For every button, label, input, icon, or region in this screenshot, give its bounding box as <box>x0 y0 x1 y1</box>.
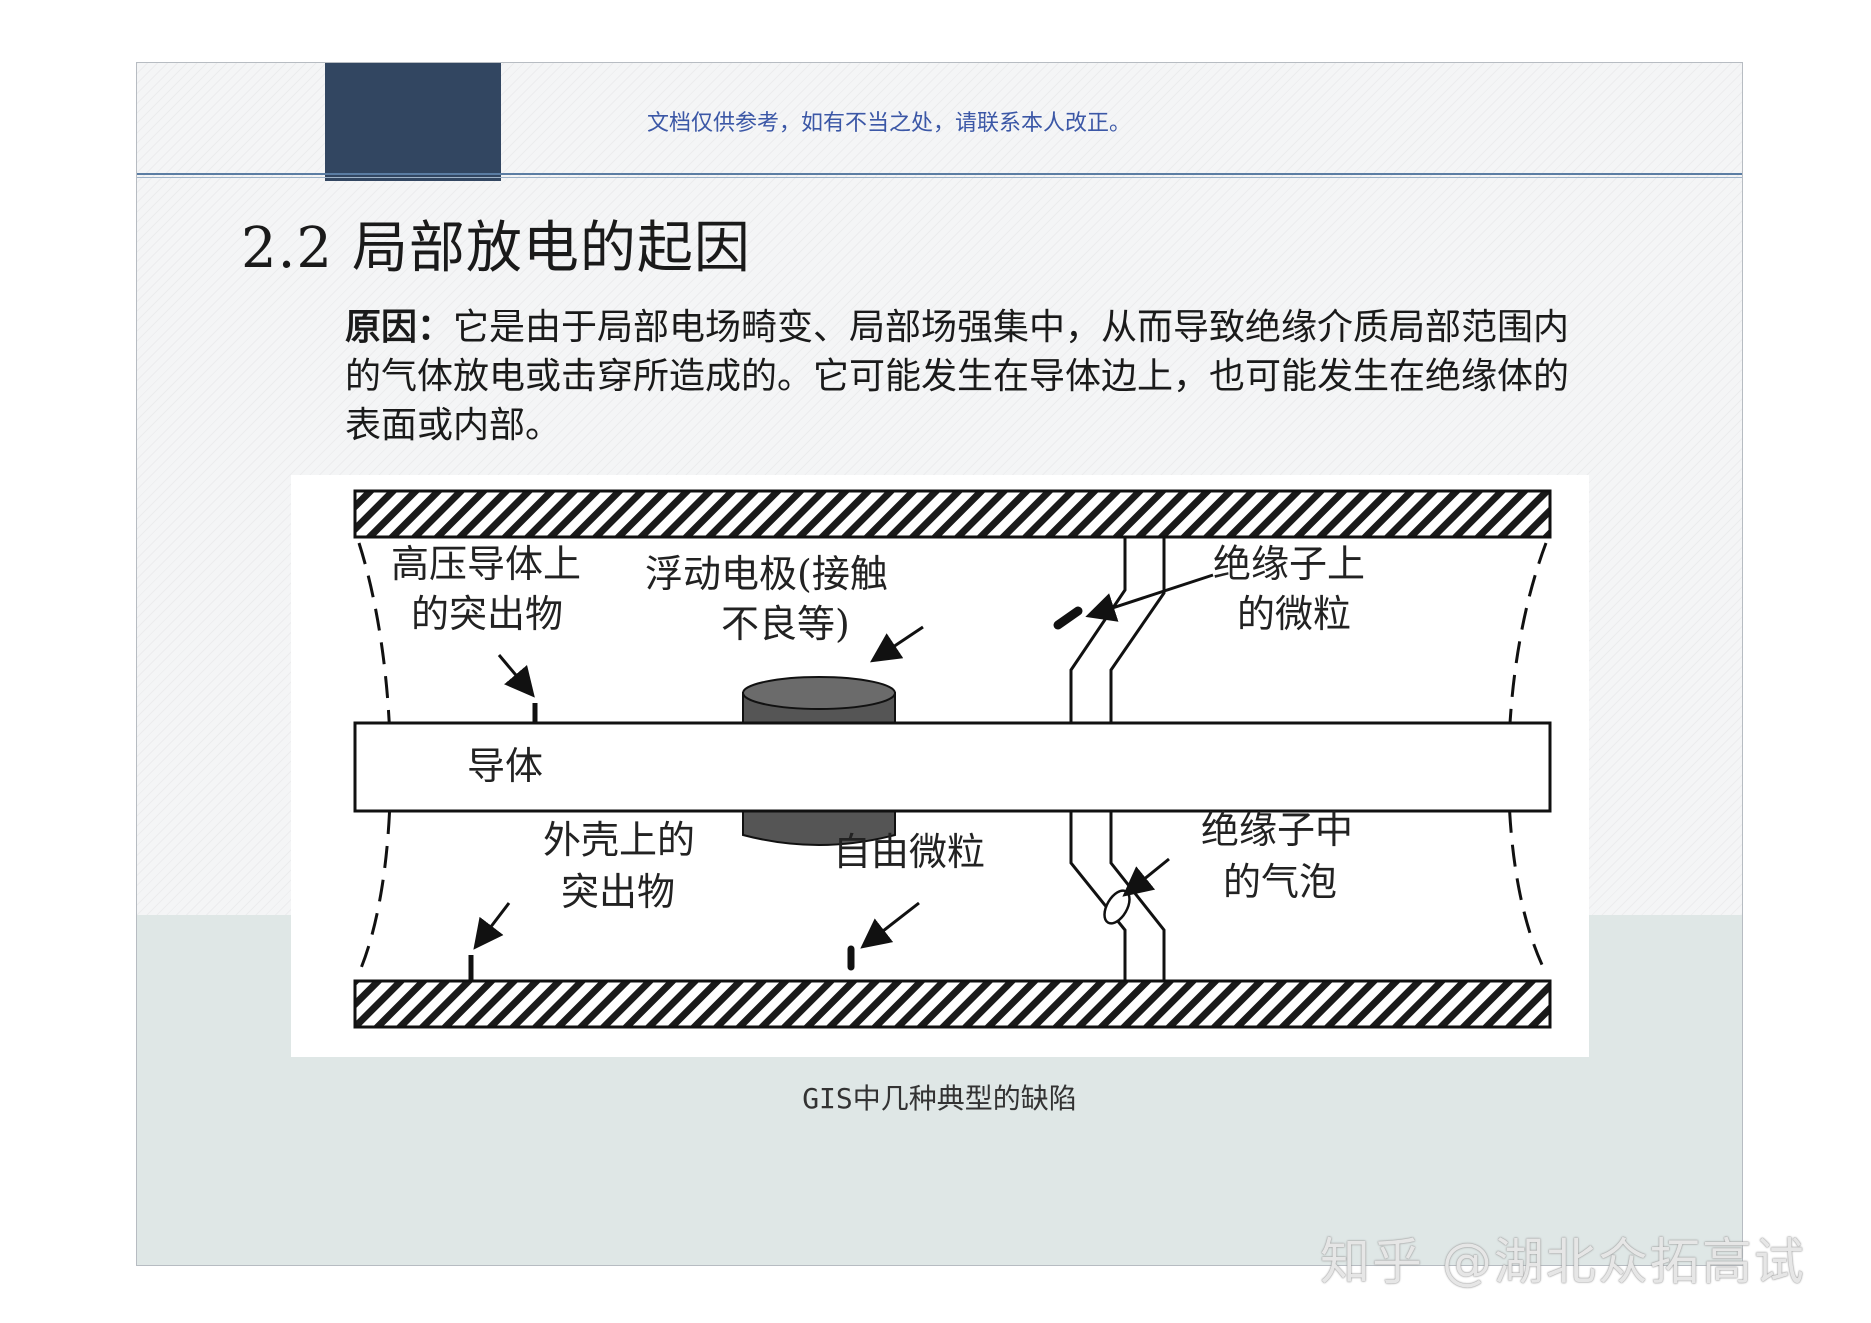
page-title: 2.2 局部放电的起因 <box>241 216 751 281</box>
label-hv-protrusion-2: 的突出物 <box>411 592 563 636</box>
header-accent-block <box>325 63 501 181</box>
slide: 文档仅供参考，如有不当之处，请联系本人改正。 2.2 局部放电的起因 原因：它是… <box>136 62 1743 1266</box>
floating-electrode-bottom <box>742 808 896 846</box>
header-divider-thin <box>137 177 1742 178</box>
figure-caption: GIS中几种典型的缺陷 <box>802 1082 1077 1115</box>
dashed-end-right <box>1507 542 1548 974</box>
label-free-particle: 自由微粒 <box>833 830 985 874</box>
watermark-logo: 知乎 @湖北众拓高试 <box>1320 1233 1806 1291</box>
conductor-bar <box>353 721 1552 813</box>
arrow-shell-protrusion <box>473 902 511 950</box>
label-floating-1: 浮动电极(接触 <box>645 552 888 596</box>
label-floating-2: 不良等) <box>721 602 850 646</box>
label-hv-protrusion-1: 高压导体上 <box>391 542 581 586</box>
body-paragraph: 原因：它是由于局部电场畸变、局部场强集中，从而导致绝缘介质局部范围内的气体放电或… <box>345 303 1575 450</box>
header-divider <box>137 173 1742 175</box>
label-bubble-1: 绝缘子中 <box>1201 808 1353 852</box>
diagram-svg: 高压导体上 的突出物 浮动电极(接触 不良等) 绝缘子上 的微粒 导体 外壳上的… <box>353 489 1552 1029</box>
insulator-left-edge-top <box>1069 537 1127 723</box>
arrow-free-particle <box>860 901 920 949</box>
body-label: 原因： <box>345 306 454 348</box>
label-conductor: 导体 <box>467 744 543 788</box>
arrow-gas-bubble <box>1122 857 1170 897</box>
gis-defect-diagram: 高压导体上 的突出物 浮动电极(接触 不良等) 绝缘子上 的微粒 导体 外壳上的… <box>291 475 1589 1057</box>
insulator-left-edge-bottom <box>1069 811 1127 981</box>
arrow-hv-protrusion <box>497 654 535 698</box>
insulator-right-edge-top <box>1109 537 1166 723</box>
enclosure-bottom-wall <box>353 979 1552 1029</box>
floating-electrode-cap <box>742 676 896 710</box>
label-shell-protrusion-2: 突出物 <box>561 870 675 914</box>
insulator-particle <box>1053 606 1083 630</box>
label-insulator-particle-1: 绝缘子上 <box>1213 542 1365 586</box>
enclosure-top-wall <box>353 489 1552 539</box>
arrow-insulator-particle <box>1085 573 1214 622</box>
body-text: 它是由于局部电场畸变、局部场强集中，从而导致绝缘介质局部范围内的气体放电或击穿所… <box>345 307 1570 446</box>
label-insulator-particle-2: 的微粒 <box>1237 592 1351 636</box>
dashed-end-left <box>357 542 392 974</box>
arrow-floating-electrode <box>870 625 924 663</box>
header-notice: 文档仅供参考，如有不当之处，请联系本人改正。 <box>647 111 1132 136</box>
label-shell-protrusion-1: 外壳上的 <box>543 818 695 862</box>
label-bubble-2: 的气泡 <box>1223 860 1337 904</box>
